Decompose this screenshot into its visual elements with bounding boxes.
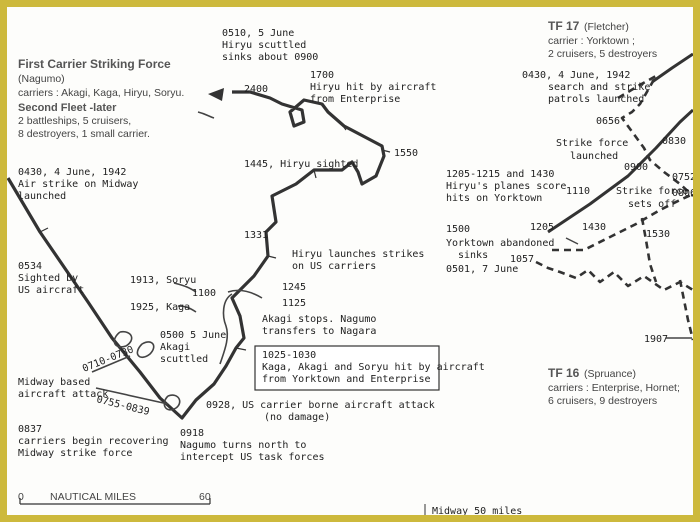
tf16-commander: (Spruance) [584,368,636,380]
first-force-carriers: carriers : Akagi, Kaga, Hiryu, Soryu. [18,87,184,99]
tf-event-1057: 1057 [510,254,534,265]
event-1925: 1925, Kaga [130,302,190,313]
tf17-title: TF 17 [548,19,580,33]
midway-pointer: Midway 50 miles [424,504,522,515]
tf17-carrier: carrier : Yorktown ; [548,35,635,47]
japanese-track-main [7,90,386,420]
event-0430-line2: Air strike on Midway [18,179,138,190]
us-track-solid [547,52,693,234]
tf-event-1907: 1907 [644,334,668,345]
event-1025-line3: from Yorktown and Enterprise [262,374,431,385]
event-1331: 1331 [244,230,268,241]
tf-event-strike-line1: Strike force [556,138,628,149]
event-0500-line1: 0500 5 June [160,330,226,341]
tf-event-0900: 0900 [624,162,648,173]
event-0430-line1: 0430, 4 June, 1942 [18,167,126,178]
tf-event-1430: 1430 [582,222,606,233]
event-1700-line2: Hiryu hit by aircraft [310,82,436,93]
scale-start: 0 [18,491,24,503]
second-fleet-line1: 2 battleships, 5 cruisers, [18,115,131,127]
tf-event-1110: 1110 [566,186,590,197]
event-0510-line2: Hiryu scuttled [222,40,306,51]
track-ticks [39,121,391,351]
scuttle-tracks [91,111,263,411]
event-0918-line3: intercept US task forces [180,452,325,463]
map-canvas: First Carrier Striking Force (Nagumo) ca… [7,7,693,515]
japanese-track [7,90,386,420]
us-track-dashed [535,74,693,341]
tf-event-sets-line1: Strike force [616,186,688,197]
event-2400: 2400 [244,84,268,95]
midway-attack-line1: Midway based [18,377,90,388]
event-0837-line3: Midway strike force [18,448,132,459]
event-0837-line2: carriers begin recovering [18,436,169,447]
tf-event-0830: 0830 [662,136,686,147]
scale-label: NAUTICAL MILES [50,491,136,503]
event-1025-box [254,345,440,391]
tf17-commander: (Fletcher) [584,21,629,33]
event-0918-line1: 0918 [180,428,204,439]
tf16-carriers: carriers : Enterprise, Hornet; [548,382,680,394]
tf-event-0806: 0806 [672,188,693,199]
event-1331-note1: Hiryu launches strikes [292,249,424,260]
event-1445: 1445, Hiryu sighted [244,159,358,170]
event-1550: 1550 [394,148,418,159]
event-1025-line1: 1025-1030 [262,350,316,361]
event-1331-note2: on US carriers [292,261,376,272]
event-0918-line2: Nagumo turns north to [180,440,306,451]
tf-event-1205r-line1: 1205-1215 and 1430 [446,169,554,180]
event-0534-line2: Sighted by [18,273,78,284]
event-0534-line1: 0534 [18,261,42,272]
tf-event-1205r-line3: hits on Yorktown [446,193,542,204]
event-0928-line2: (no damage) [264,412,330,423]
event-1700-line1: 1700 [310,70,334,81]
tf-event-0752: 0752 [672,172,693,183]
first-force-title: First Carrier Striking Force [18,57,171,71]
event-0837-line1: 0837 [18,424,42,435]
tf-event-1205r-line2: Hiryu's planes score [446,181,566,192]
event-0510-line3: sinks about 0900 [222,52,318,63]
midway-note: Midway 50 miles [432,506,522,515]
event-0510-line1: 0510, 5 June [222,28,294,39]
event-0500-line3: scuttled [160,354,208,365]
us-ship-marks [565,237,692,339]
tf-event-0656: 0656 [596,116,620,127]
tf-event-0430-line3: patrols launched [548,94,644,105]
tf-event-0430-line2: search and strike [548,82,650,93]
tf-event-1500-line4: 0501, 7 June [446,264,518,275]
first-force-commander: (Nagumo) [18,73,65,85]
second-fleet-line2: 8 destroyers, 1 small carrier. [18,128,150,140]
event-1125-line2: Akagi stops. Nagumo [262,314,376,325]
tf-event-1500-line3: sinks [458,250,488,261]
event-0534-line3: US aircraft [18,285,84,296]
tf-event-1205: 1205 [530,222,554,233]
scale-end: 60 [199,491,211,503]
event-1245: 1245 [282,282,306,293]
event-0430-line3: launched [18,191,66,202]
tf16-title: TF 16 [548,366,580,380]
tf-event-1530: 1530 [646,229,670,240]
track-arrowhead [208,88,224,101]
tf-event-strike-line2: launched [570,151,618,162]
event-0928-line1: 0928, US carrier borne aircraft attack [206,400,435,411]
scale-bar: 0 NAUTICAL MILES 60 [18,491,211,505]
tf-event-1500-line1: 1500 [446,224,470,235]
tf-event-0430-line1: 0430, 4 June, 1942 [522,70,630,81]
battle-map: First Carrier Striking Force (Nagumo) ca… [7,19,693,515]
tf-event-1500-line2: Yorktown abandoned [446,238,554,249]
event-1100: 1100 [192,288,216,299]
map-labels: First Carrier Striking Force (Nagumo) ca… [18,19,693,463]
event-1025-line2: Kaga, Akagi and Soryu hit by aircraft [262,362,485,373]
event-1125-line1: 1125 [282,298,306,309]
event-1913: 1913, Soryu [130,275,196,286]
tf16-escorts: 6 cruisers, 9 destroyers [548,395,657,407]
midway-attack-line2: aircraft attack [18,389,108,400]
event-0710: 0710-0730 [81,344,135,374]
event-1125-line3: transfers to Nagara [262,326,376,337]
second-fleet-title: Second Fleet -later [18,102,117,114]
event-1700-line3: from Enterprise [310,94,400,105]
tf17-escorts: 2 cruisers, 5 destroyers [548,48,657,60]
event-0500-line2: Akagi [160,342,190,353]
tf-event-sets-line2: sets off [628,199,676,210]
